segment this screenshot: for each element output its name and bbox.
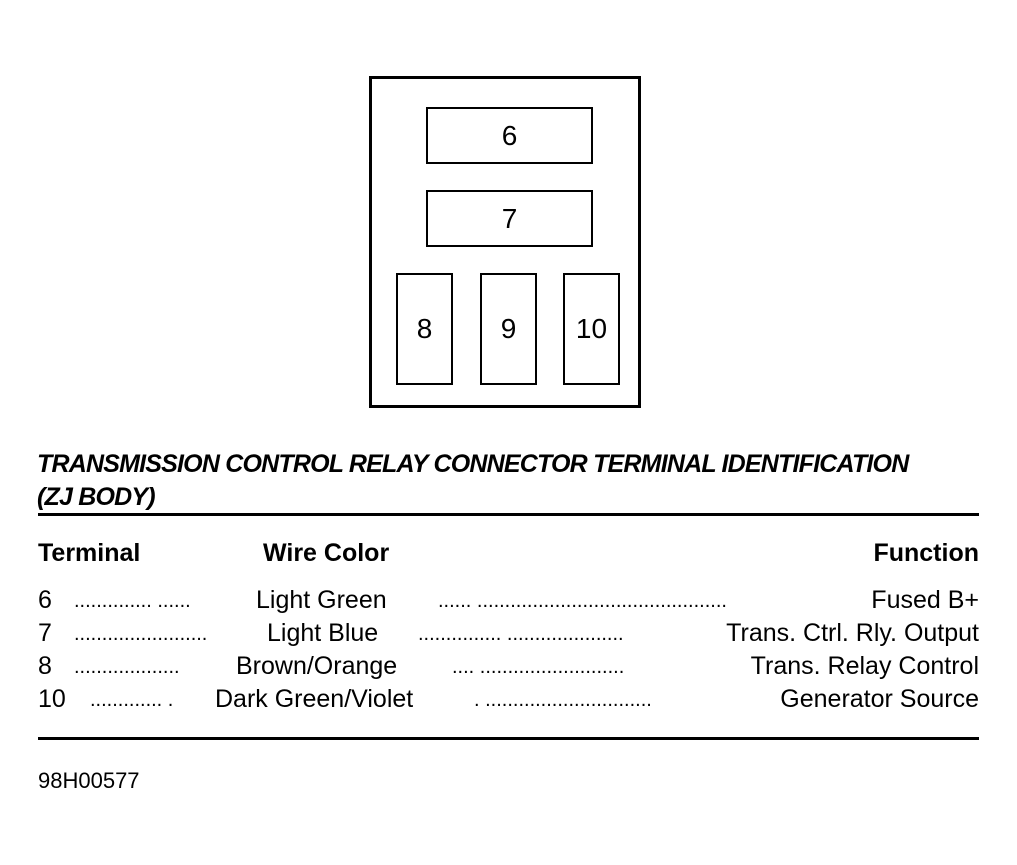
bottom-divider: [38, 737, 979, 740]
row-leader-dots: .............. ......: [74, 590, 191, 612]
table-row: 6 .............. ...... Light Green ....…: [38, 586, 979, 619]
row-terminal: 10: [38, 685, 66, 713]
row-wire-color: Brown/Orange: [236, 652, 398, 680]
terminal-10-label: 10: [575, 313, 608, 344]
row-leader-dots: ...... .................................…: [438, 590, 727, 612]
table-row: 10 ............. . Dark Green/Violet . .…: [38, 685, 979, 718]
terminal-8-cavity: 8: [396, 273, 453, 385]
row-leader-dots: .... ..........................: [452, 656, 625, 678]
figure-title-line-2: (ZJ BODY): [37, 483, 156, 511]
header-function: Function: [873, 539, 979, 567]
row-leader-dots: ...................: [74, 656, 180, 678]
header-terminal: Terminal: [38, 539, 141, 567]
table-row: 7 ........................ Light Blue ..…: [38, 619, 979, 652]
row-wire-color: Dark Green/Violet: [215, 685, 414, 713]
row-terminal: 7: [38, 619, 52, 647]
row-wire-color: Light Green: [256, 586, 387, 614]
row-terminal: 8: [38, 652, 52, 680]
row-leader-dots: ............... .....................: [418, 623, 624, 645]
header-wire-color: Wire Color: [263, 539, 390, 567]
top-divider: [38, 513, 979, 516]
relay-connector-diagram: 6 7 8 9 10: [369, 76, 641, 408]
row-function: Trans. Ctrl. Rly. Output: [726, 619, 979, 647]
terminal-7-label: 7: [501, 202, 518, 234]
terminal-6-label: 6: [501, 119, 518, 151]
row-function: Fused B+: [871, 586, 979, 614]
figure-title: TRANSMISSION CONTROL RELAY CONNECTOR TER…: [37, 448, 982, 514]
row-leader-dots: ............. .: [90, 689, 174, 711]
figure-title-line-1: TRANSMISSION CONTROL RELAY CONNECTOR TER…: [37, 450, 909, 478]
row-function: Trans. Relay Control: [750, 652, 979, 680]
terminal-8-label: 8: [416, 313, 433, 344]
figure-code: 98H00577: [38, 768, 140, 793]
terminal-10-cavity: 10: [563, 273, 620, 385]
terminal-6-cavity: 6: [426, 107, 593, 164]
row-function: Generator Source: [780, 685, 979, 713]
table-row: 8 ................... Brown/Orange .... …: [38, 652, 979, 685]
row-leader-dots: ........................: [74, 623, 208, 645]
terminal-9-cavity: 9: [480, 273, 537, 385]
terminal-7-cavity: 7: [426, 190, 593, 247]
row-wire-color: Light Blue: [267, 619, 379, 647]
terminal-9-label: 9: [500, 313, 517, 344]
row-terminal: 6: [38, 586, 52, 614]
row-leader-dots: . ..............................: [474, 689, 652, 711]
